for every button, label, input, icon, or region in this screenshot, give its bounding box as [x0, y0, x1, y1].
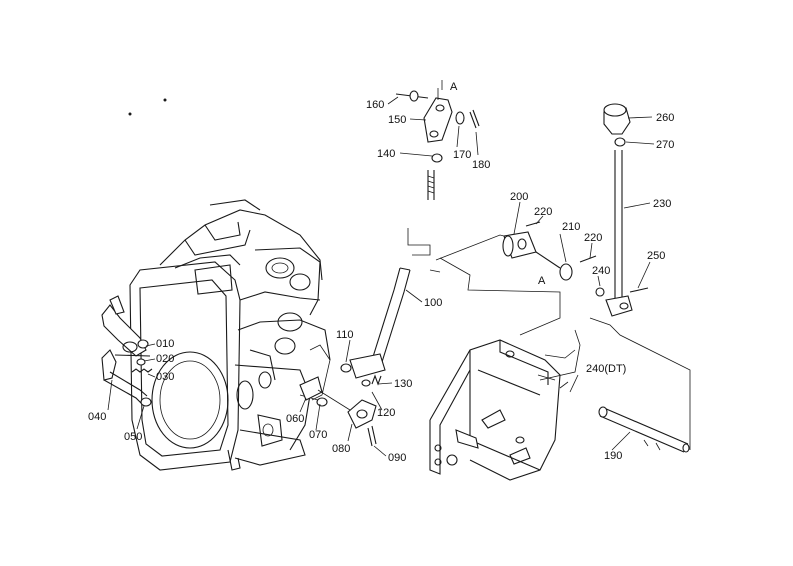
shift-lever — [595, 103, 649, 317]
cross-shaft — [598, 406, 690, 453]
label-070: 070 — [309, 429, 327, 441]
speck — [128, 112, 132, 116]
label-010: 010 — [156, 338, 174, 350]
ref-mark-a-top: A — [450, 81, 458, 93]
speck — [163, 98, 167, 102]
label-180: 180 — [472, 159, 490, 171]
lever-shaft-assembly — [502, 221, 597, 281]
label-150: 150 — [388, 114, 406, 126]
top-link-assembly — [395, 90, 480, 143]
label-190: 190 — [604, 450, 622, 462]
label-260: 260 — [656, 112, 674, 124]
label-210: 210 — [562, 221, 580, 233]
label-110: 110 — [336, 329, 354, 341]
label-220-lower: 220 — [584, 232, 602, 244]
label-240-dt: 240(DT) — [586, 363, 626, 375]
part-labels: 010 020 030 040 050 060 070 080 090 100 … — [88, 81, 674, 464]
label-160: 160 — [366, 99, 384, 111]
label-200: 200 — [510, 191, 528, 203]
label-270: 270 — [656, 139, 674, 151]
label-140: 140 — [377, 148, 395, 160]
label-250: 250 — [647, 250, 665, 262]
shift-fork-assembly — [101, 295, 153, 407]
ref-mark-a-lower: A — [538, 275, 546, 287]
label-060: 060 — [286, 413, 304, 425]
label-020: 020 — [156, 353, 174, 365]
label-080: 080 — [332, 443, 350, 455]
shift-rod-assembly — [299, 153, 443, 447]
transmission-case — [129, 199, 331, 471]
label-170: 170 — [453, 149, 471, 161]
label-230: 230 — [653, 198, 671, 210]
label-220-upper: 220 — [534, 206, 552, 218]
label-090: 090 — [388, 452, 406, 464]
label-130: 130 — [394, 378, 412, 390]
label-120: 120 — [377, 407, 395, 419]
label-040: 040 — [88, 411, 106, 423]
label-240: 240 — [592, 265, 610, 277]
label-030: 030 — [156, 371, 174, 383]
label-100: 100 — [424, 297, 442, 309]
callout-leaders — [107, 96, 655, 457]
mounting-bracket — [429, 339, 561, 481]
connection-lines — [407, 80, 691, 450]
label-050: 050 — [124, 431, 142, 443]
